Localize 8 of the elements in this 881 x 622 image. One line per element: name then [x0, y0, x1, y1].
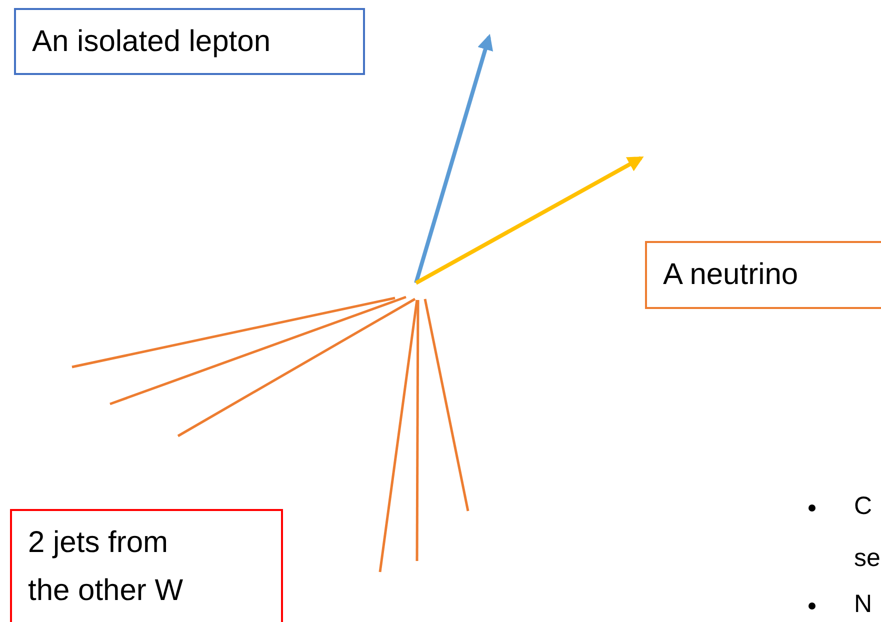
box-text: A neutrino [663, 257, 800, 293]
text-box [645, 241, 881, 309]
text-box [14, 8, 365, 75]
text-box [10, 509, 283, 622]
bullet-text: C se [854, 491, 881, 574]
box-text: An isolated lepton [32, 24, 272, 60]
bullet-text: N [854, 589, 874, 620]
box-text: 2 jets from the other W [28, 525, 184, 609]
